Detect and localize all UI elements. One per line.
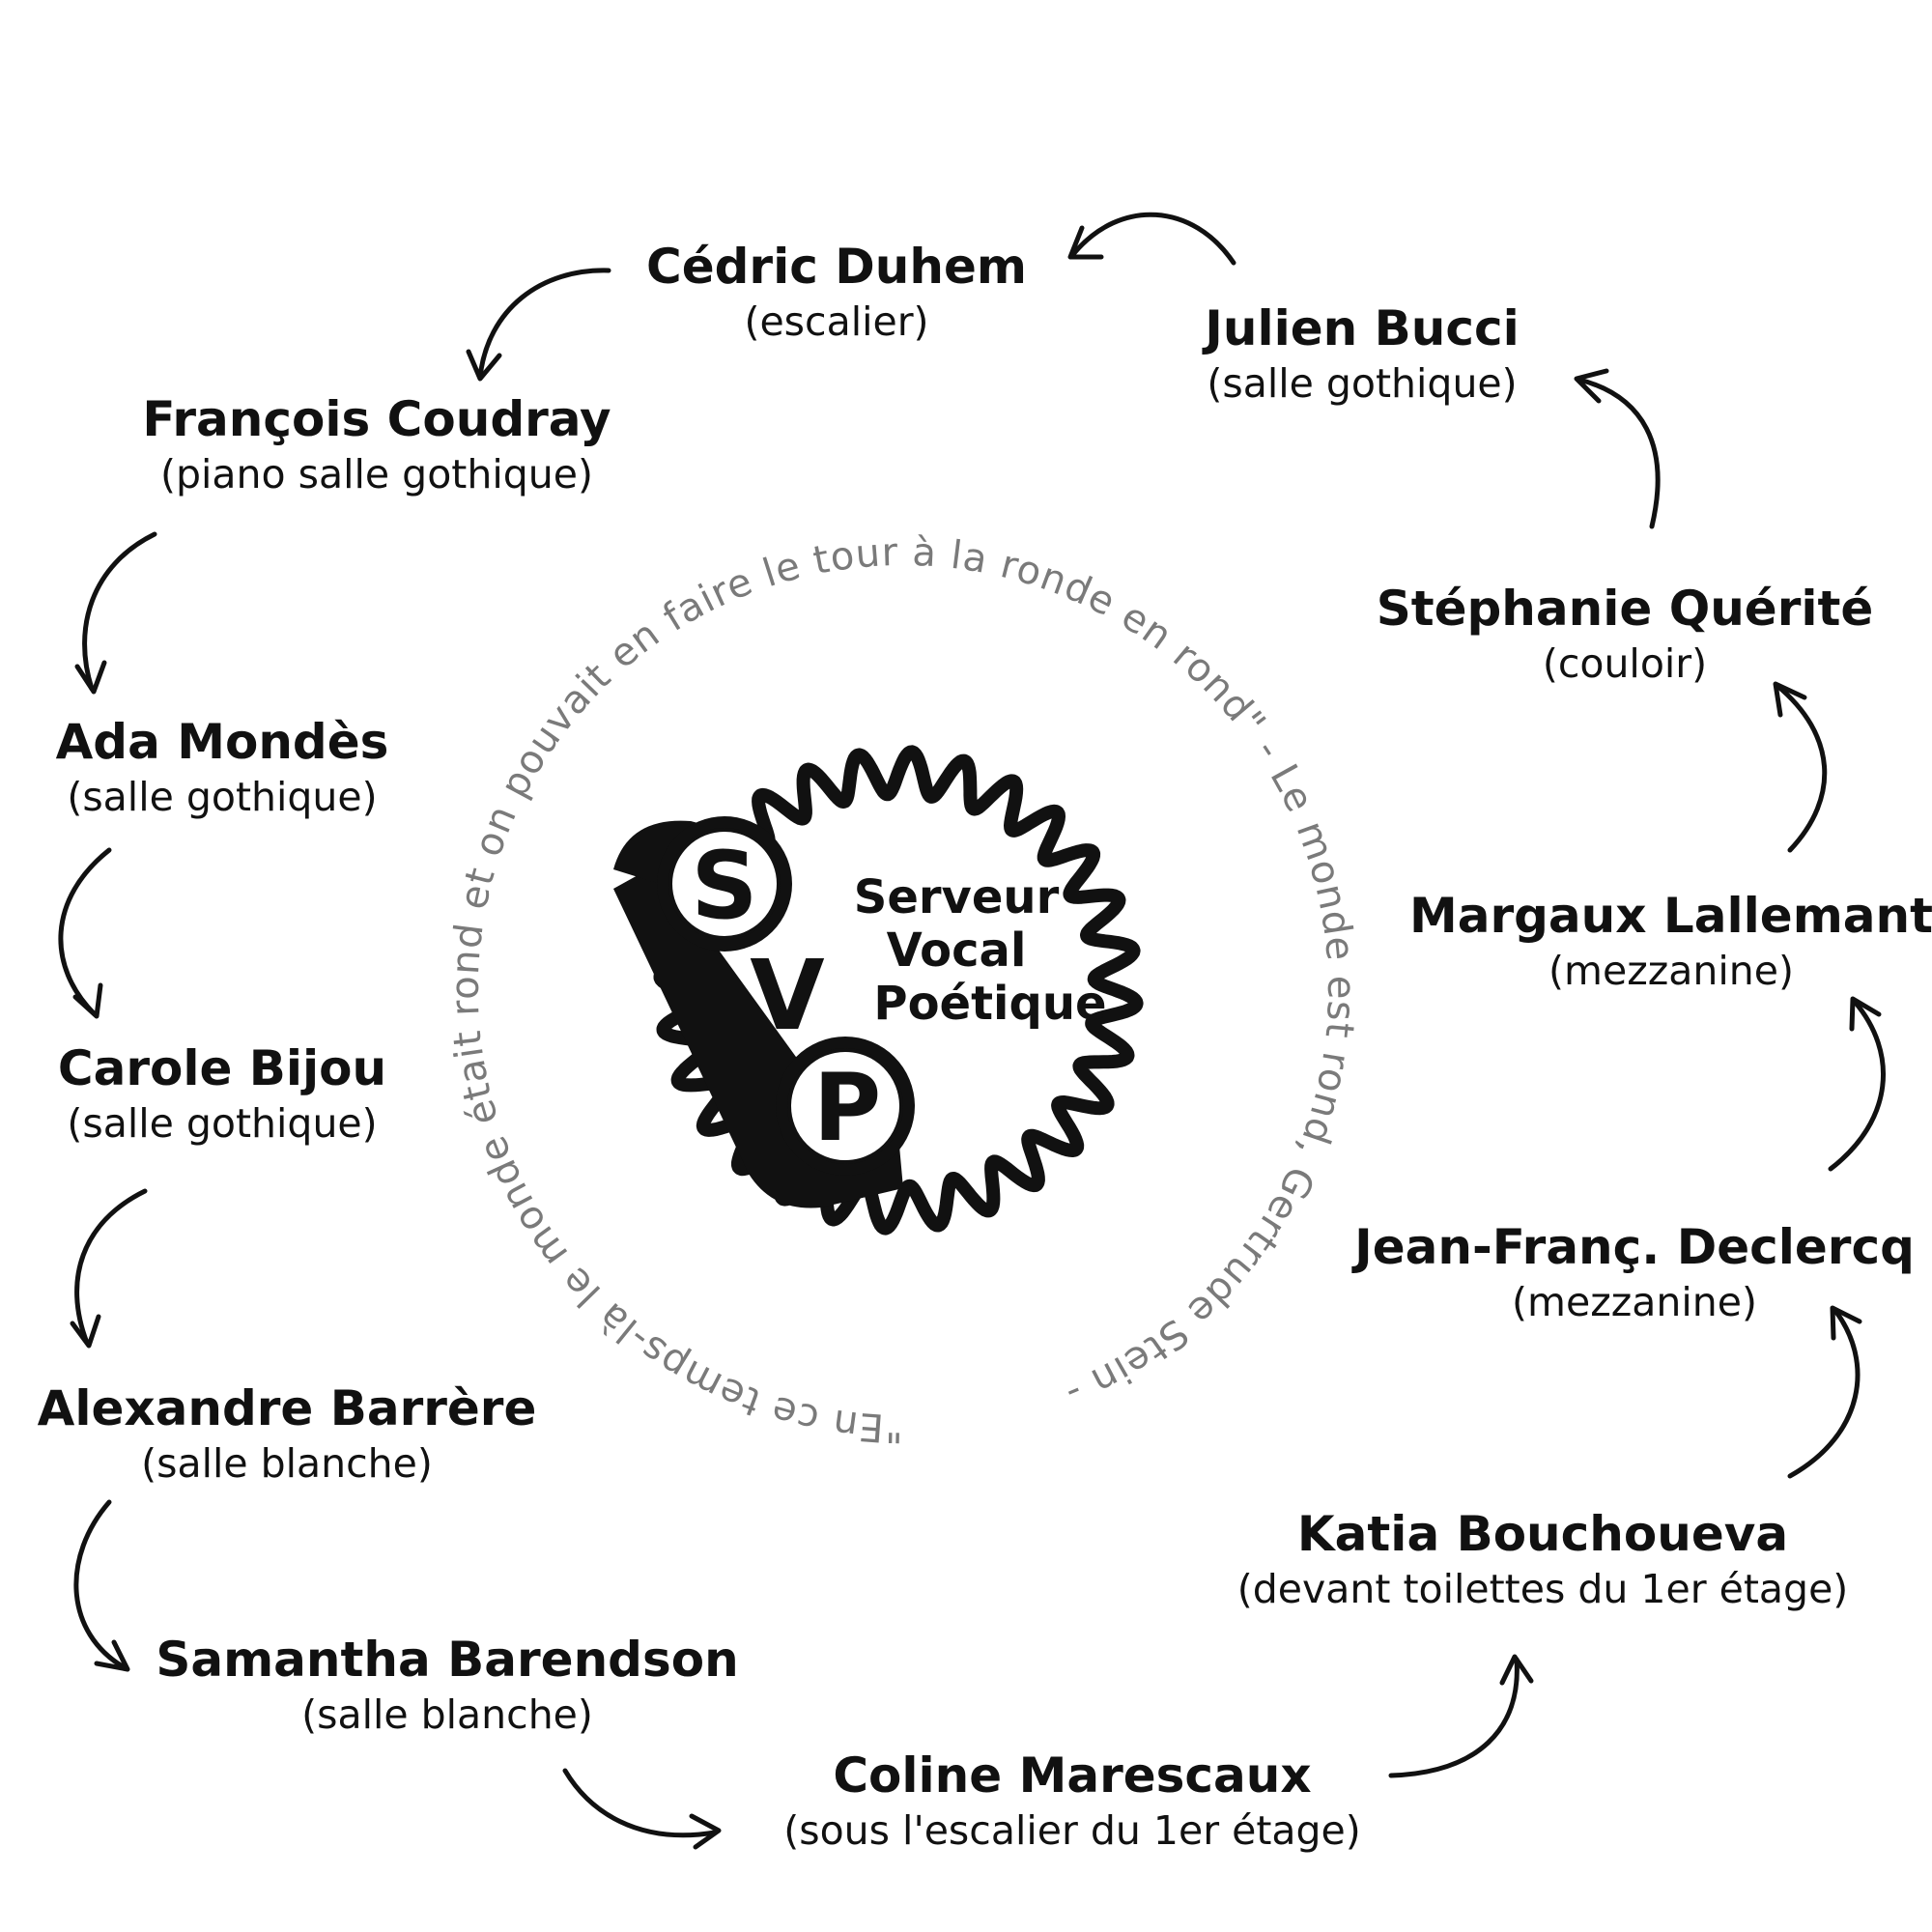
node-place: (mezzanine): [1512, 1278, 1757, 1325]
node-francois: François Coudray (piano salle gothique): [142, 391, 611, 497]
node-julien: Julien Bucci (salle gothique): [1205, 300, 1520, 407]
arrow-samantha-to-coline: [562, 1768, 722, 1850]
arrow-ada-to-carole: [58, 847, 112, 1019]
arrow-francois-to-ada: [74, 531, 157, 695]
arrow-julien-to-cedric: [1067, 212, 1236, 266]
logo-word-serveur: Serveur: [854, 870, 1060, 924]
node-name: Stéphanie Quérité: [1376, 581, 1874, 637]
node-alexandre: Alexandre Barrère (salle blanche): [37, 1380, 537, 1487]
node-cedric: Cédric Duhem (escalier): [646, 239, 1027, 345]
node-coline: Coline Marescaux (sous l'escalier du 1er…: [783, 1747, 1361, 1854]
arrows: [58, 212, 1886, 1850]
arrow-margaux-to-stephanie: [1773, 681, 1828, 853]
node-carole: Carole Bijou (salle gothique): [57, 1040, 387, 1147]
node-samantha: Samantha Barendson (salle blanche): [156, 1632, 739, 1738]
node-name: Coline Marescaux: [833, 1747, 1312, 1804]
node-place: (mezzanine): [1548, 947, 1794, 994]
node-place: (devant toilettes du 1er étage): [1236, 1565, 1849, 1612]
node-name: François Coudray: [142, 391, 611, 447]
node-place: (salle gothique): [67, 1099, 378, 1147]
node-katia: Katia Bouchoueva (devant toilettes du 1e…: [1236, 1506, 1849, 1612]
logo-word-poetique: Poétique: [873, 977, 1106, 1031]
node-name: Samantha Barendson: [156, 1632, 739, 1688]
arrow-alexandre-to-samantha: [73, 1499, 130, 1672]
logo-p-circle-icon: [787, 1048, 903, 1164]
node-place: (salle gothique): [1207, 359, 1518, 407]
node-name: Alexandre Barrère: [37, 1380, 537, 1436]
node-place: (escalier): [744, 298, 929, 345]
node-place: (salle blanche): [141, 1439, 433, 1487]
node-place: (couloir): [1542, 639, 1708, 687]
node-stephanie: Stéphanie Quérité (couloir): [1376, 581, 1874, 687]
node-name: Carole Bijou: [57, 1040, 387, 1096]
node-place: (sous l'escalier du 1er étage): [783, 1806, 1361, 1854]
arrow-katia-to-jeanfrancois: [1787, 1305, 1862, 1479]
node-name: Ada Mondès: [55, 714, 389, 770]
node-place: (piano salle gothique): [160, 450, 593, 497]
node-name: Cédric Duhem: [646, 239, 1027, 295]
node-margaux: Margaux Lallemant (mezzanine): [1408, 888, 1932, 994]
node-place: (salle blanche): [301, 1690, 593, 1738]
logo-letter-v: V: [750, 939, 824, 1052]
logo-word-vocal: Vocal: [887, 923, 1027, 978]
node-ada: Ada Mondès (salle gothique): [55, 714, 389, 820]
arrow-stephanie-to-julien: [1574, 368, 1661, 529]
arrow-jeanfrancois-to-margaux: [1828, 996, 1886, 1172]
node-name: Julien Bucci: [1205, 300, 1520, 356]
logo-letter-s: S: [691, 832, 757, 940]
svp-logo: S V P Serveur Vocal Poétique: [613, 745, 1144, 1236]
node-name: Margaux Lallemant: [1408, 888, 1932, 944]
node-name: Jean-Franç. Declercq: [1354, 1219, 1915, 1275]
logo-letter-p: P: [813, 1054, 881, 1162]
arrow-carole-to-alexandre: [70, 1188, 148, 1349]
logo-s-circle-icon: [668, 828, 781, 940]
node-jeanfrancois: Jean-Franç. Declercq (mezzanine): [1354, 1219, 1915, 1325]
node-place: (salle gothique): [67, 773, 378, 820]
arrow-cedric-to-francois: [466, 268, 611, 382]
node-name: Katia Bouchoueva: [1296, 1506, 1789, 1562]
arrow-coline-to-katia: [1388, 1654, 1534, 1778]
